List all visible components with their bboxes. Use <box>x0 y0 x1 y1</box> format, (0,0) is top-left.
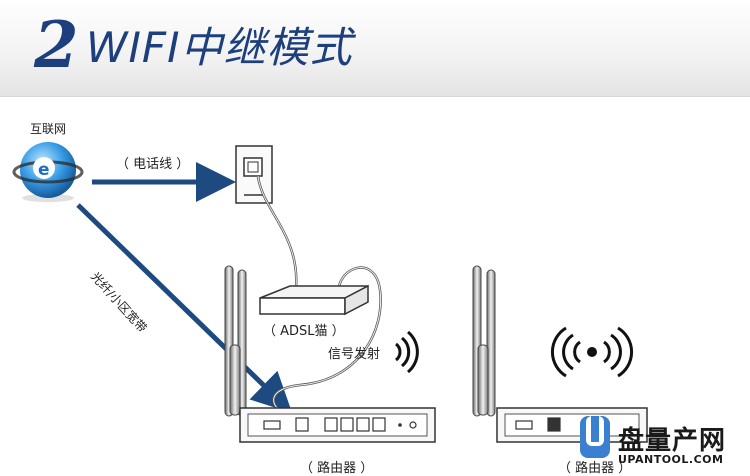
step-number: 2 <box>34 8 79 83</box>
internet-label: 互联网 <box>30 122 67 136</box>
watermark-url: UPANTOOL.COM <box>618 453 724 466</box>
phone-line-label: （ 电话线 ） <box>116 157 190 172</box>
wifi-signal-icon <box>394 330 419 374</box>
header-banner: 2 WIFI中继模式 <box>0 0 750 97</box>
modem-cable <box>256 175 298 289</box>
u-disk-logo-icon <box>580 416 610 458</box>
router-icon <box>224 265 436 443</box>
router-right-label: （ 路由器 ） <box>558 461 632 476</box>
watermark-text: 盘量产网 <box>618 426 727 456</box>
router-left-label: （ 路由器 ） <box>300 461 374 476</box>
wifi-signal-icon <box>550 326 634 378</box>
modem-icon <box>259 284 369 316</box>
svg-text:e: e <box>38 160 50 180</box>
signal-label: 信号发射 <box>328 347 381 362</box>
fiber-arrow <box>76 203 293 413</box>
wall-socket-icon <box>235 145 273 204</box>
globe-icon: e <box>12 142 84 202</box>
page-title: WIFI中继模式 <box>86 23 353 72</box>
adsl-modem-label: （ ADSL猫 ） <box>263 324 345 339</box>
